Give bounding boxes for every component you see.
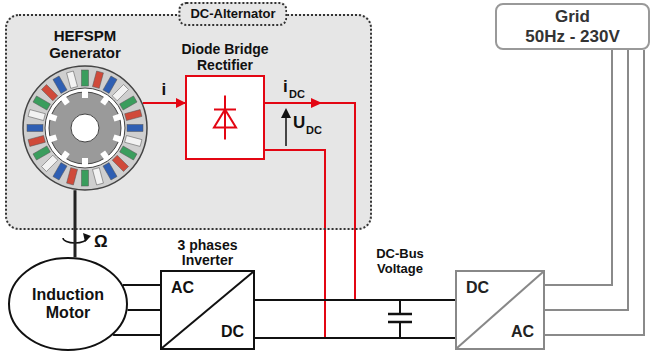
port-label: AC xyxy=(511,323,534,341)
port-label: DC xyxy=(221,323,244,341)
grid-label: Grid xyxy=(555,7,590,27)
shaft-line xyxy=(74,190,77,257)
inverter-box: 3 phases InverterACDC xyxy=(160,270,255,350)
subscript: DC xyxy=(306,125,322,136)
grid-box: Grid50Hz - 230V xyxy=(495,3,650,50)
block-label: Diode Bridge Rectifier xyxy=(173,41,277,73)
motor-circle: Induction Motor xyxy=(8,257,128,351)
region-fill xyxy=(5,14,372,230)
wire xyxy=(265,150,455,338)
grid-rating: 50Hz - 230V xyxy=(525,27,620,47)
bus-label: DC-Bus Voltage xyxy=(366,246,434,276)
wire xyxy=(255,103,355,300)
voltage-arrow xyxy=(281,108,291,146)
generator-machine-shape xyxy=(22,65,148,191)
edge-label: i xyxy=(162,81,167,98)
wire xyxy=(255,300,455,338)
capacitor-symbol xyxy=(388,300,412,338)
machine-label: HEFSPM Generator xyxy=(37,27,133,61)
alternator-region: DC-AlternatorHEFSPM GeneratorDiode Bridg… xyxy=(5,14,372,230)
current-symbol: i xyxy=(283,78,288,95)
rectifier-box: Diode Bridge Rectifier xyxy=(185,75,265,160)
speed-symbol: Ω xyxy=(94,233,108,250)
port-label: AC xyxy=(171,279,194,297)
rotation-arrow xyxy=(63,233,91,243)
voltage-symbol: U xyxy=(293,114,305,131)
subscript: DC xyxy=(289,89,305,100)
converter-box: DC AC xyxy=(455,270,545,350)
generator-machine: HEFSPM Generator xyxy=(22,65,148,191)
motor-label: Induction Motor xyxy=(22,286,114,322)
block-label: 3 phases Inverter xyxy=(168,238,248,268)
port-label: DC xyxy=(466,279,489,297)
wire xyxy=(143,102,185,104)
rectifier-box-shape xyxy=(187,77,267,162)
region-tab: DC-Alternator xyxy=(178,2,287,26)
wire xyxy=(545,50,644,335)
